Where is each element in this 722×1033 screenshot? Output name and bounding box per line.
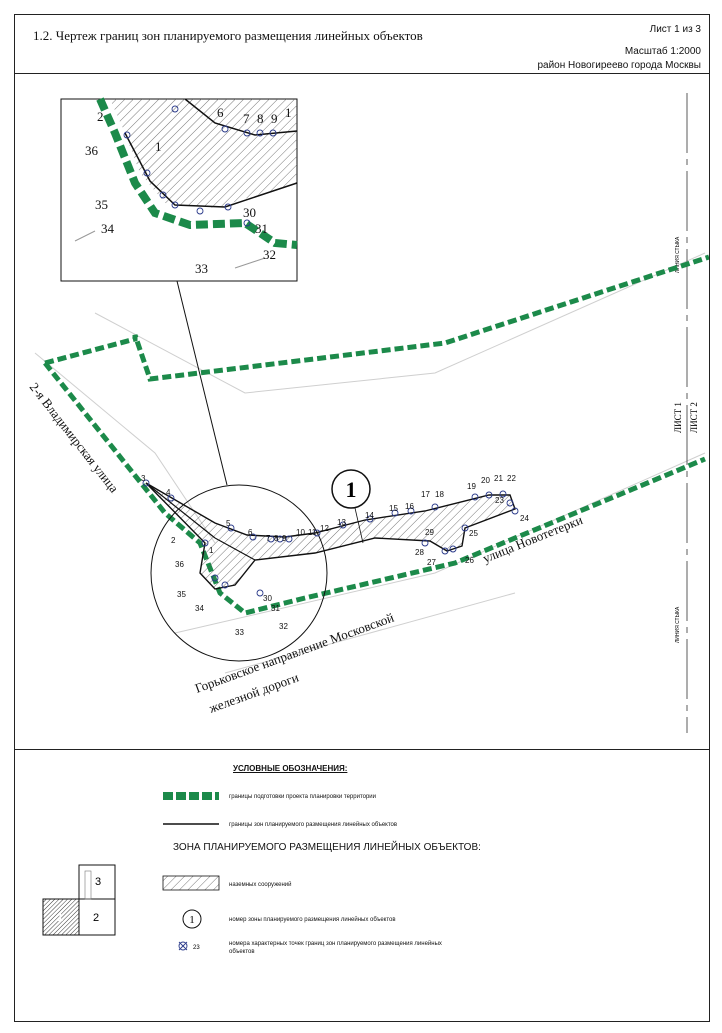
point-label: 29 [425,528,434,537]
point-label: 7 [266,534,271,543]
point-label: 33 [235,628,244,637]
point-label: 12 [320,524,329,533]
zone-number: 1 [346,477,357,502]
point-label: 14 [365,511,374,520]
legend-black-symbol [163,823,219,825]
inset-label: 6 [217,105,224,120]
point-label: 16 [405,502,414,511]
inset-point-markers [123,105,277,227]
title-block-info: Лист 1 из 3 Масштаб 1:2000 район Новогир… [537,23,701,73]
point-label: 5 [226,519,231,528]
inset-label: 32 [263,247,276,262]
legend-green-text: границы подготовки проекта планировки те… [229,794,377,800]
point-label: 23 [495,496,504,505]
inset-label: 30 [243,205,256,220]
title-block: 1.2. Чертеж границ зон планируемого разм… [15,15,709,74]
inset-label: 9 [271,111,278,126]
sheet-label-2: ЛИСТ 2 [689,402,699,433]
drawing-title: 1.2. Чертеж границ зон планируемого разм… [33,28,423,43]
point-label: 26 [465,556,474,565]
legend-point-symbol: 23 [178,941,200,951]
point-label: 19 [467,482,476,491]
junction-label-top: ЛИНИЯ СТЫКА [675,236,681,273]
point-label: 6 [248,528,253,537]
sheet-label-1: ЛИСТ 1 [673,402,683,433]
point-label: 13 [337,518,346,527]
zone-number-marker: 1 [331,469,371,544]
point-label: 8 [274,534,279,543]
inset-label: 33 [195,261,208,276]
inset-label: 2 [97,109,104,124]
inset-labels: 2 6 7 8 9 1 36 1 35 34 33 30 31 32 [85,105,292,276]
point-label: 15 [389,504,398,513]
legend-zone-symbol: 1 [182,909,202,929]
point-label: 28 [415,548,424,557]
point-label: 3 [141,474,146,483]
street-novoteterki: улица Новотетерки [481,512,585,566]
zone-1-polygon [145,482,516,590]
point-label: 17 [421,490,430,499]
legend-hatch-symbol [162,875,220,891]
legend: УСЛОВНЫЕ ОБОЗНАЧЕНИЯ: границы подготовки… [15,750,709,1021]
point-label: 1 [209,546,214,555]
point-label: 24 [520,514,529,523]
point-label: 25 [469,529,478,538]
point-label: 36 [175,560,184,569]
point-label: 10 [296,528,305,537]
inset-label: 34 [101,221,115,236]
point-label: 35 [177,590,186,599]
inset-label: 1 [155,139,162,154]
legend-zone-number: 1 [189,914,195,926]
boundary-point-markers [142,479,519,597]
point-label: 21 [494,474,503,483]
point-label: 30 [263,594,272,603]
map-scale: Масштаб 1:2000 [624,46,701,57]
inset-label: 1 [285,105,292,120]
point-label: 22 [507,474,516,483]
zone-heading: ЗОНА ПЛАНИРУЕМОГО РАЗМЕЩЕНИЯ ЛИНЕЙНЫХ ОБ… [173,842,481,853]
inset-label: 31 [255,221,268,236]
inset-label: 36 [85,143,99,158]
legend-title: УСЛОВНЫЕ ОБОЗНАЧЕНИЯ: [233,764,348,773]
index-cell-3: 3 [95,876,101,888]
legend-green-symbol [163,792,219,800]
legend-black-text: границы зон планируемого размещения лине… [229,822,398,828]
point-label: 32 [279,622,288,631]
inset-label: 35 [95,197,108,212]
inset-detail: 2 6 7 8 9 1 36 1 35 34 33 30 31 32 [60,97,298,282]
index-cell-2: 2 [93,912,99,924]
map-area: ЛИНИЯ СТЫКА ЛИНИЯ СТЫКА ЛИСТ 1 ЛИСТ 2 [15,73,709,750]
inset-label: 7 [243,111,250,126]
junction-label-bottom: ЛИНИЯ СТЫКА [675,606,681,643]
drawing-sheet: 1.2. Чертеж границ зон планируемого разм… [14,14,710,1022]
point-label: 34 [195,604,204,613]
index-cell-1: 1 [57,912,63,924]
point-label: 9 [282,534,287,543]
boundary-point-labels: 1 2 3 4 5 6 7 8 9 10 11 12 13 14 15 16 1… [141,474,529,637]
legend-point-text: номера характерных точек границ зон план… [229,941,442,955]
point-label: 31 [271,604,280,613]
magnifier [150,280,328,662]
point-label: 4 [166,488,171,497]
point-label: 20 [481,476,490,485]
sheet-number: Лист 1 из 3 [649,24,701,35]
junction-lines: ЛИНИЯ СТЫКА ЛИНИЯ СТЫКА ЛИСТ 1 ЛИСТ 2 [673,93,699,733]
legend-point-number: 23 [193,945,200,951]
point-label: 18 [435,490,444,499]
legend-zone-text: номер зоны планируемого размещения линей… [229,917,396,923]
planning-boundary [43,254,709,616]
background-streets [34,252,706,674]
inset-label: 8 [257,111,264,126]
map-canvas: ЛИНИЯ СТЫКА ЛИНИЯ СТЫКА ЛИСТ 1 ЛИСТ 2 [27,93,709,733]
point-label: 27 [427,558,436,567]
district-name: район Новогиреево города Москвы [537,60,701,71]
sheet-index-diagram: 1 2 3 [42,864,116,936]
point-label: 11 [308,528,317,537]
legend-hatch-text: наземных сооружений [229,882,292,888]
point-label: 2 [171,536,176,545]
